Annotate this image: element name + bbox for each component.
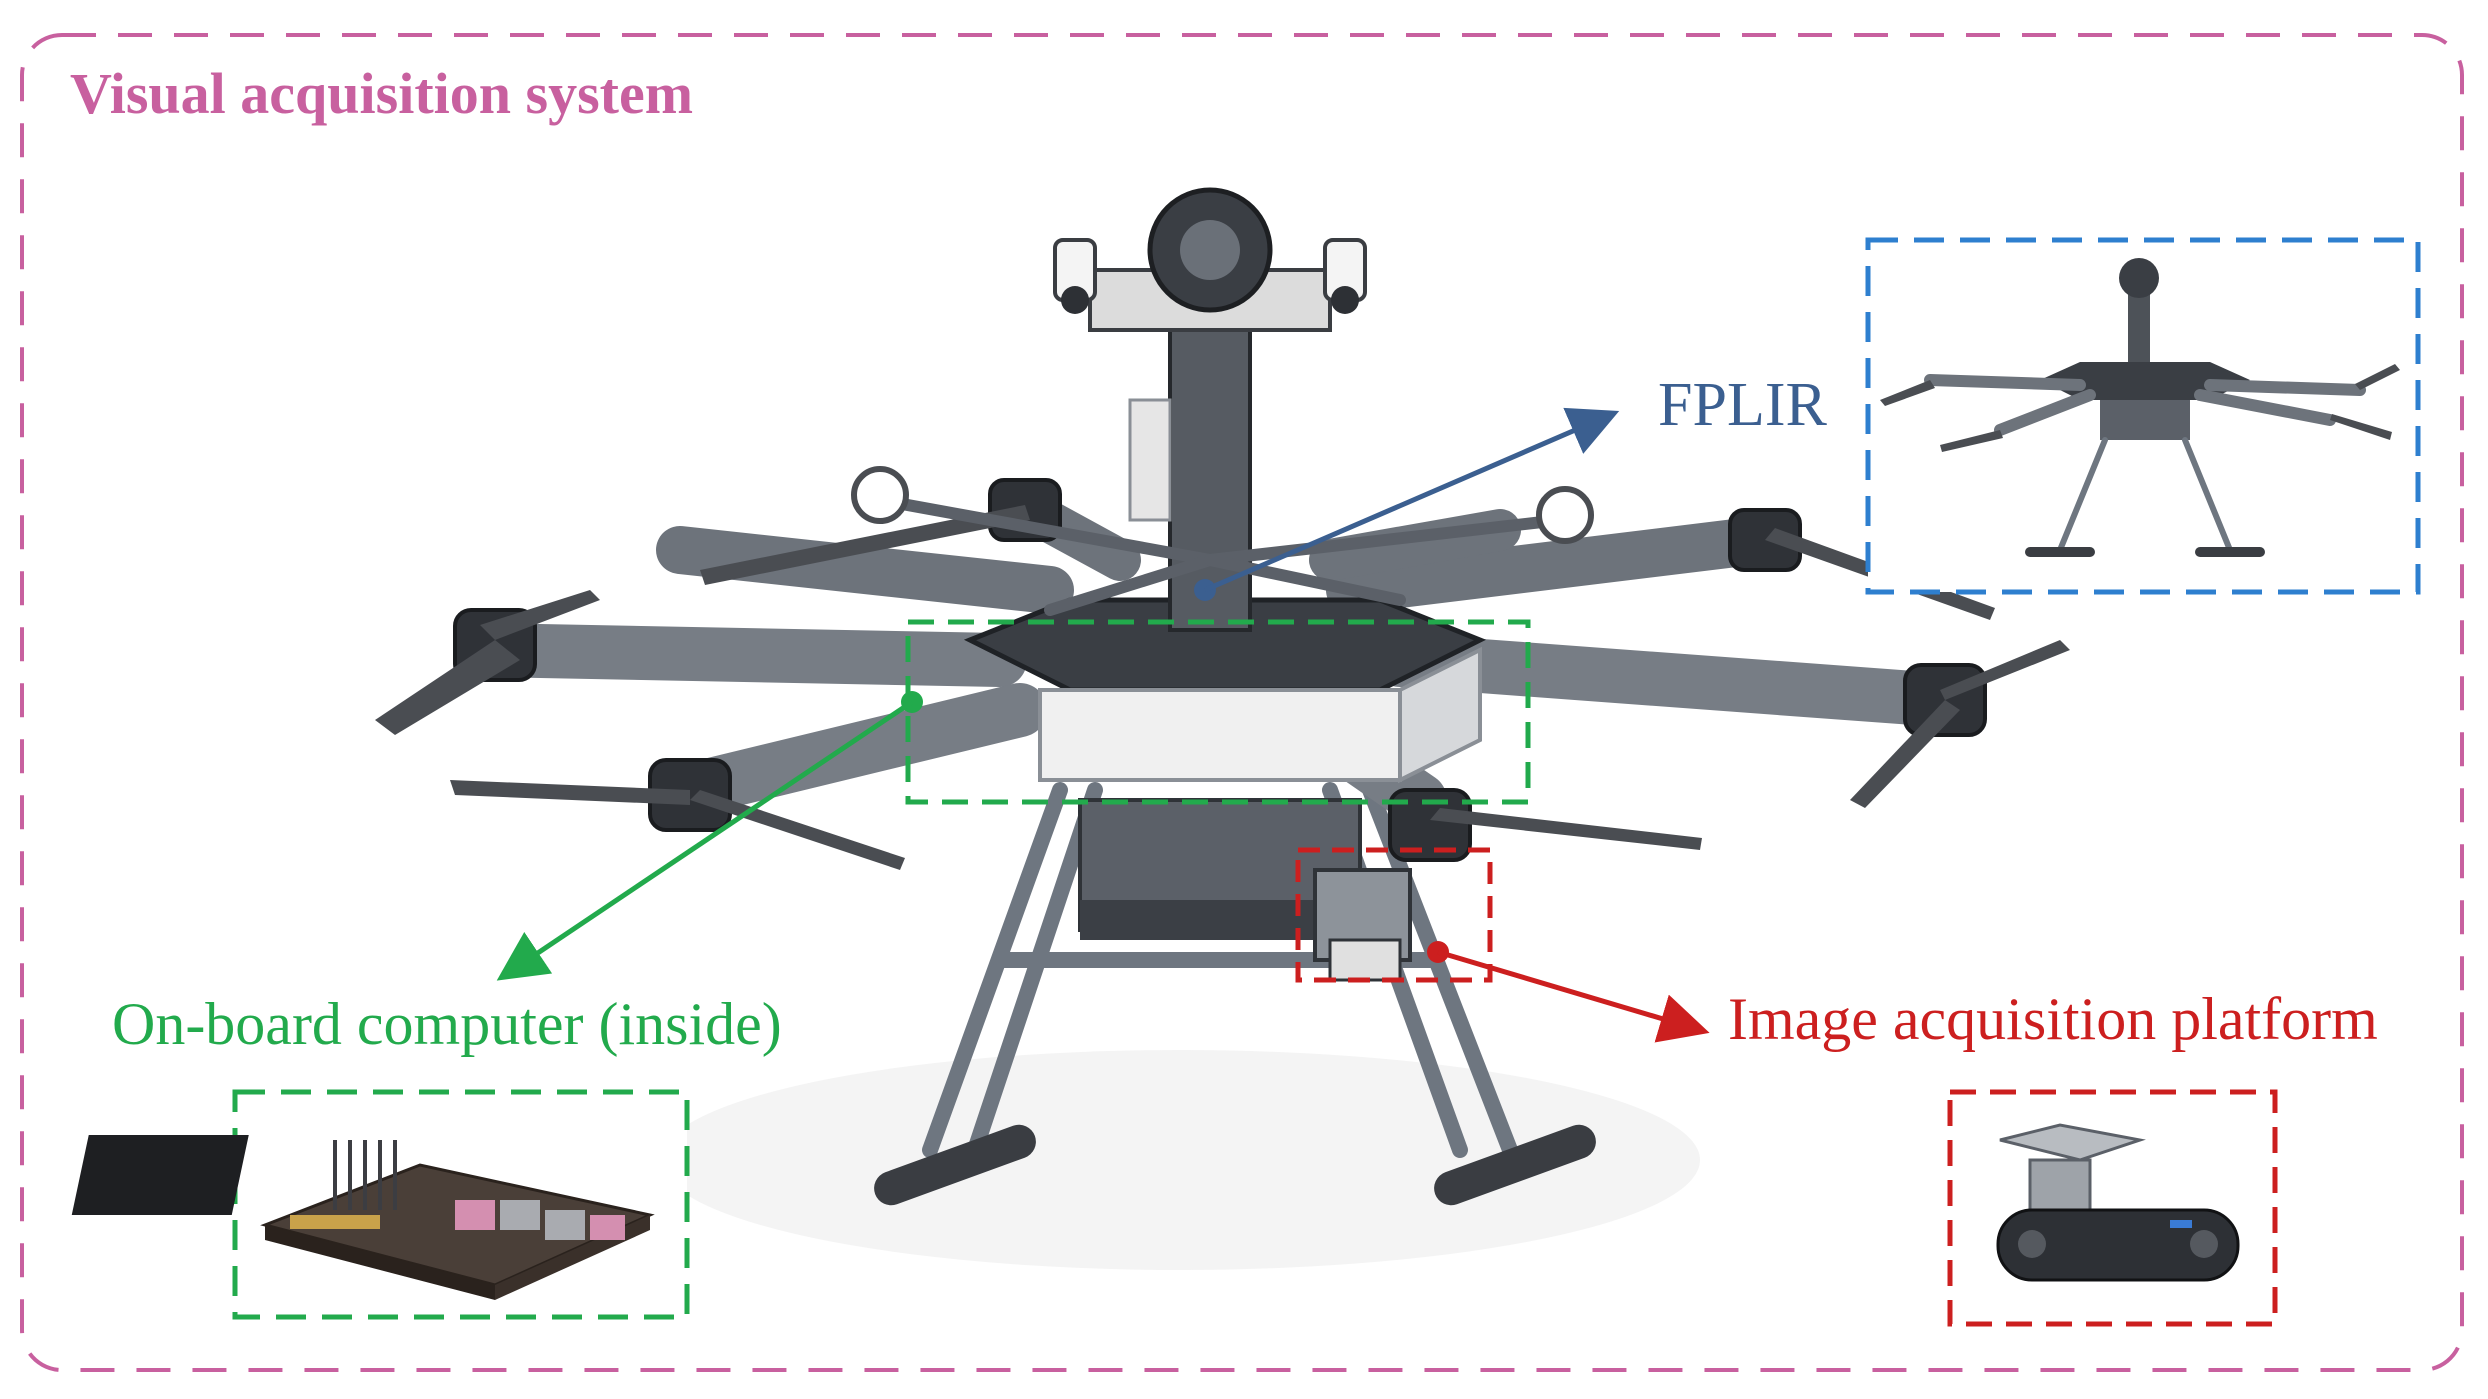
- image-acquisition-platform-label: Image acquisition platform: [1728, 986, 2378, 1052]
- fplir-head: [1053, 187, 1367, 332]
- fplir-inset-drone: [1880, 258, 2400, 557]
- fplir-label: FPLIR: [1658, 371, 1827, 439]
- system-border: [20, 33, 2464, 1372]
- platform-highlight-box: [1295, 847, 1493, 983]
- platform-arrow: [1437, 949, 1710, 1043]
- platform-inset-camera: [1996, 1123, 2240, 1282]
- propellers: [375, 505, 2070, 870]
- right-skid: [1434, 1124, 1596, 1206]
- computer-inset-board: [71, 1135, 655, 1300]
- onboard-computer-label: On-board computer (inside): [112, 991, 782, 1057]
- platform-inset-box: [1947, 1089, 2278, 1327]
- camera-mount: [1313, 868, 1412, 982]
- hexacopter-drone: [375, 187, 2070, 1206]
- fplir-spreaders: [874, 494, 1566, 616]
- fplir-arrow: [1204, 407, 1620, 593]
- computer-arrow: [496, 699, 914, 981]
- system-title: Visual acquisition system: [70, 61, 694, 126]
- left-skid: [874, 1124, 1036, 1206]
